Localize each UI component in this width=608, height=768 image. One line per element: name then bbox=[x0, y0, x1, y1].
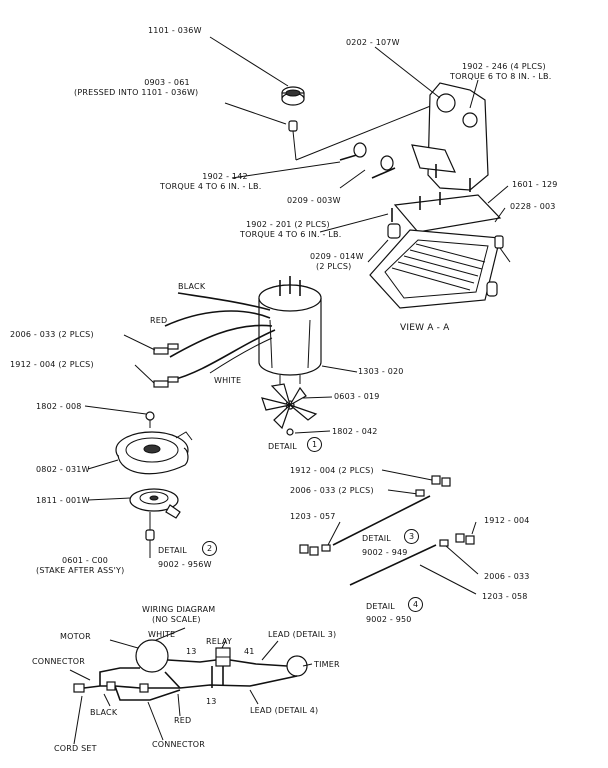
base-plate bbox=[319, 185, 509, 263]
label-0903-061: 0903 - 061 bbox=[144, 78, 190, 87]
label-1811-001w: 1811 - 001W bbox=[36, 496, 90, 505]
motor-wires bbox=[123, 292, 276, 388]
label-0209-014w-plcs: (2 PLCS) bbox=[316, 262, 352, 271]
label-wiring-diagram-scale: (NO SCALE) bbox=[152, 615, 201, 624]
label-1912-004-right: 1912 - 004 (2 PLCS) bbox=[290, 466, 374, 475]
label-wiring-white: WHITE bbox=[148, 630, 176, 639]
label-timer: TIMER bbox=[314, 660, 340, 669]
label-1802-042: 1802 - 042 bbox=[332, 427, 378, 436]
label-1902-246-torque: TORQUE 6 TO 8 IN. - LB. bbox=[450, 72, 552, 81]
label-lead-detail-4: LEAD (DETAIL 4) bbox=[250, 706, 319, 715]
label-1203-058: 1203 - 058 bbox=[482, 592, 528, 601]
label-motor: MOTOR bbox=[60, 632, 91, 641]
label-1902-142-torque: TORQUE 4 TO 6 IN. - LB. bbox=[160, 182, 262, 191]
label-2006-033-right: 2006 - 033 (2 PLCS) bbox=[290, 486, 374, 495]
label-0802-031w: 0802 - 031W bbox=[36, 465, 90, 474]
label-detail-2: DETAIL bbox=[158, 546, 187, 555]
label-1912-004-single: 1912 - 004 bbox=[484, 516, 530, 525]
label-2006-033-left: 2006 - 033 (2 PLCS) bbox=[10, 330, 94, 339]
motor bbox=[258, 276, 358, 384]
fan-blade bbox=[261, 383, 333, 436]
label-0202-107w: 0202 - 107W bbox=[346, 38, 400, 47]
label-9002-956w: 9002 - 956W bbox=[158, 560, 212, 569]
label-1601-129: 1601 - 129 bbox=[512, 180, 558, 189]
label-0903-061-note: (PRESSED INTO 1101 - 036W) bbox=[74, 88, 199, 97]
detail-4-badge: 4 bbox=[408, 597, 423, 612]
lead-detail-4 bbox=[349, 521, 479, 595]
label-connector-bottom: CONNECTOR bbox=[152, 740, 206, 749]
label-9002-949: 9002 - 949 bbox=[362, 548, 408, 557]
label-terminal-13-b: 13 bbox=[206, 697, 217, 706]
wiring-diagram bbox=[69, 627, 313, 745]
label-0601-stake-note: (STAKE AFTER ASS'Y) bbox=[36, 566, 125, 575]
label-1101-036w: 1101 - 036W bbox=[148, 26, 202, 35]
label-detail-4: DETAIL bbox=[366, 602, 395, 611]
label-9002-950: 9002 - 950 bbox=[366, 615, 412, 624]
label-connector-top: CONNECTOR bbox=[32, 657, 86, 666]
label-0228-003: 0228 - 003 bbox=[510, 202, 556, 211]
label-white-wire: WHITE bbox=[214, 376, 242, 385]
label-1902-201-torque: TORQUE 4 TO 6 IN. - LB. bbox=[240, 230, 342, 239]
label-1303-020: 1303 - 020 bbox=[358, 367, 404, 376]
knob-assembly bbox=[209, 36, 439, 161]
label-1912-004-left: 1912 - 004 (2 PLCS) bbox=[10, 360, 94, 369]
label-2006-033-single: 2006 - 033 bbox=[484, 572, 530, 581]
label-1203-057: 1203 - 057 bbox=[290, 512, 336, 521]
label-0601-c00: 0601 - C00 bbox=[62, 556, 109, 565]
label-relay: RELAY bbox=[206, 637, 232, 646]
detail-1-badge: 1 bbox=[307, 437, 322, 452]
label-detail-1: DETAIL bbox=[268, 442, 297, 451]
bracket bbox=[231, 46, 489, 192]
grill-tray bbox=[369, 229, 511, 309]
label-0209-014w: 0209 - 014W bbox=[310, 252, 364, 261]
label-view-a-a: VIEW A - A bbox=[400, 323, 450, 333]
lead-detail-3 bbox=[299, 469, 451, 556]
label-red-wire: RED bbox=[150, 316, 168, 325]
label-lead-detail-3: LEAD (DETAIL 3) bbox=[268, 630, 337, 639]
label-detail-3: DETAIL bbox=[362, 534, 391, 543]
label-1802-008: 1802 - 008 bbox=[36, 402, 82, 411]
label-1902-142: 1902 - 142 bbox=[202, 172, 248, 181]
heater-assembly bbox=[84, 405, 193, 558]
label-terminal-41: 41 bbox=[244, 647, 255, 656]
label-1902-201: 1902 - 201 (2 PLCS) bbox=[246, 220, 330, 229]
label-wiring-red: RED bbox=[174, 716, 192, 725]
label-1902-246: 1902 - 246 (4 PLCS) bbox=[462, 62, 546, 71]
label-terminal-13-a: 13 bbox=[186, 647, 197, 656]
detail-3-badge: 3 bbox=[404, 529, 419, 544]
label-wiring-diagram-title: WIRING DIAGRAM bbox=[142, 605, 216, 614]
label-cord-set: CORD SET bbox=[54, 744, 97, 753]
label-black-wire: BLACK bbox=[178, 282, 206, 291]
label-0209-003w: 0209 - 003W bbox=[287, 196, 341, 205]
detail-2-badge: 2 bbox=[202, 541, 217, 556]
label-0603-019: 0603 - 019 bbox=[334, 392, 380, 401]
label-wiring-black: BLACK bbox=[90, 708, 118, 717]
